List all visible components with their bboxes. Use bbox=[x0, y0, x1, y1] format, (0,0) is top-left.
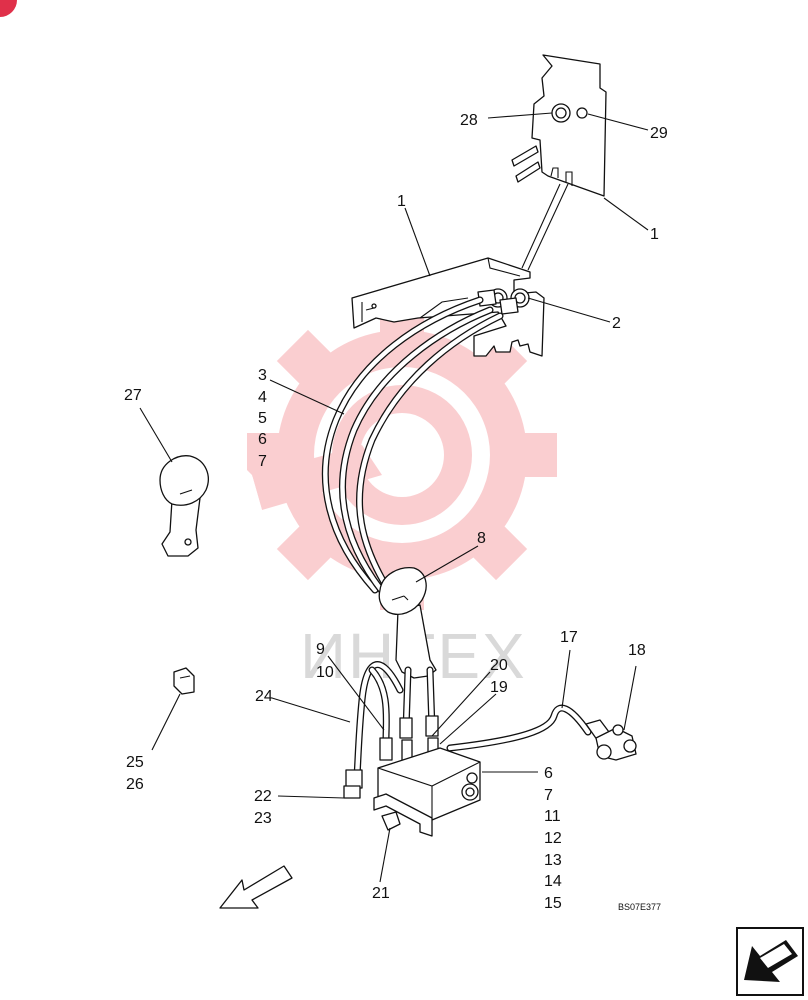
callout-5: 5 bbox=[258, 410, 267, 427]
callout-27: 27 bbox=[124, 387, 142, 404]
callout-15: 15 bbox=[544, 895, 562, 912]
callout-14: 14 bbox=[544, 873, 562, 890]
callout-9: 9 bbox=[316, 641, 325, 658]
callout-1-a: 1 bbox=[397, 193, 406, 210]
callout-18: 18 bbox=[628, 642, 646, 659]
tee-fitting-part bbox=[585, 719, 637, 761]
callout-8: 8 bbox=[477, 530, 486, 547]
hose-bundle-part bbox=[321, 296, 504, 604]
leader-lines bbox=[139, 112, 649, 883]
callout-23: 23 bbox=[254, 810, 272, 827]
callout-25: 25 bbox=[126, 754, 144, 771]
joystick-handle-part bbox=[378, 567, 437, 679]
callout-26: 26 bbox=[126, 776, 144, 793]
callout-10: 10 bbox=[316, 664, 334, 681]
callout-13: 13 bbox=[544, 852, 562, 869]
callout-7-b: 7 bbox=[544, 787, 553, 804]
callout-21: 21 bbox=[372, 885, 390, 902]
callout-4: 4 bbox=[258, 389, 267, 406]
callout-17: 17 bbox=[560, 629, 578, 646]
callout-6-b: 6 bbox=[544, 765, 553, 782]
main-bracket-part bbox=[351, 257, 545, 357]
callout-1-b: 1 bbox=[650, 226, 659, 243]
callout-12: 12 bbox=[544, 830, 562, 847]
callout-6-a: 6 bbox=[258, 431, 267, 448]
callout-29: 29 bbox=[650, 125, 668, 142]
callout-2: 2 bbox=[612, 315, 621, 332]
front-direction-arrow-icon bbox=[219, 865, 293, 909]
callout-7-a: 7 bbox=[258, 453, 267, 470]
switch-part bbox=[173, 667, 195, 695]
loose-joystick-part bbox=[159, 455, 209, 557]
corner-badge-icon bbox=[0, 0, 17, 17]
control-valve-part bbox=[343, 661, 592, 837]
callout-3: 3 bbox=[258, 367, 267, 384]
callout-11: 11 bbox=[544, 808, 561, 825]
upper-bracket-part bbox=[511, 54, 607, 197]
callout-20: 20 bbox=[490, 657, 508, 674]
callout-labels: 1 1 2 28 29 3 4 5 6 7 27 8 9 10 20 19 17… bbox=[124, 112, 668, 912]
callout-28: 28 bbox=[460, 112, 478, 129]
diagram-code: BS07E377 bbox=[618, 902, 661, 912]
callout-24: 24 bbox=[255, 688, 273, 705]
callout-22: 22 bbox=[254, 788, 272, 805]
next-page-arrow-icon[interactable] bbox=[736, 927, 804, 996]
callout-19: 19 bbox=[490, 679, 508, 696]
